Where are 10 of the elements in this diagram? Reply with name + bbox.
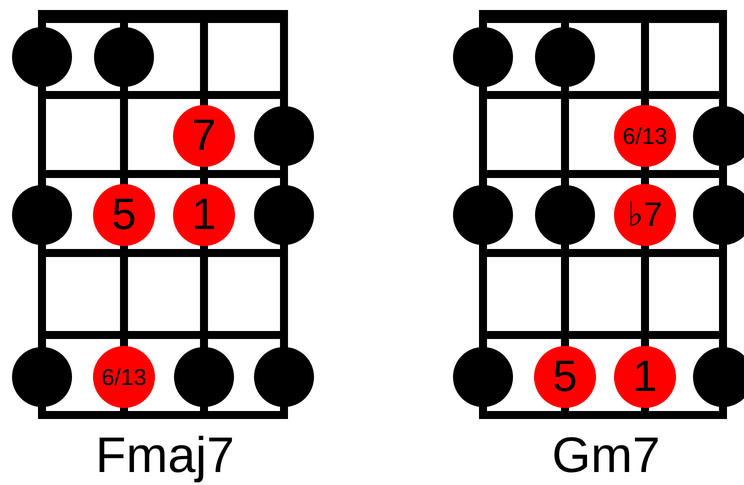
note-dot: 1 (614, 346, 676, 408)
note-dot: 5 (534, 346, 596, 408)
note-dot: 6/13 (614, 105, 676, 167)
note-dot: 1 (173, 184, 235, 246)
chord-name: Gm7 (552, 430, 660, 480)
note-dot: 7 (173, 105, 235, 167)
chord-name: Fmaj7 (96, 430, 234, 480)
note-dot: 6/13 (93, 346, 155, 408)
note-dot: 5 (93, 184, 155, 246)
note-dot: ♭7 (614, 184, 676, 246)
